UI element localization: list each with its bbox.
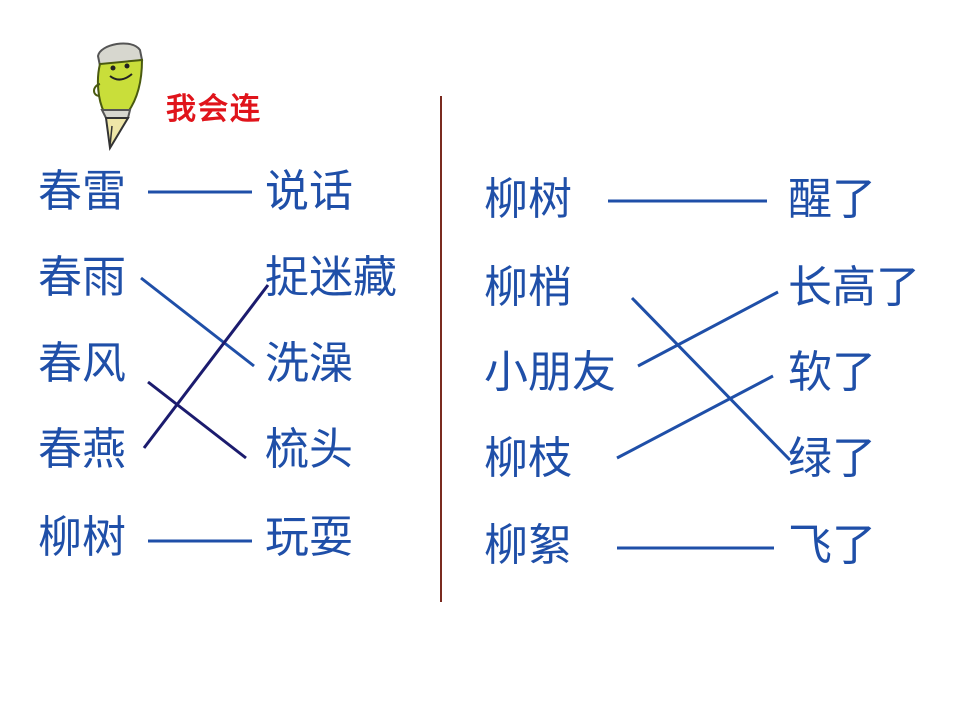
right-col2-word-1: 醒了 [788, 174, 876, 225]
right-col1-word-1: 柳树 [484, 174, 572, 225]
left-col2-word-3: 洗澡 [265, 338, 353, 389]
page-title: 我会连 [166, 92, 262, 127]
line-liushao-lvle [630, 296, 792, 462]
left-col1-word-3: 春风 [38, 338, 126, 389]
left-col1-word-1: 春雷 [38, 166, 126, 217]
right-col1-word-3: 小朋友 [484, 347, 616, 398]
right-col2-word-3: 软了 [788, 347, 876, 398]
right-col2-word-4: 绿了 [788, 433, 876, 484]
right-col2-word-5: 飞了 [788, 520, 876, 571]
line-liuzhi-ruanle [616, 374, 774, 460]
left-col1-word-2: 春雨 [38, 252, 126, 303]
left-col1-word-5: 柳树 [38, 512, 126, 563]
right-col1-word-5: 柳絮 [484, 520, 572, 571]
line-chunyan-zhuomicang [142, 284, 270, 449]
left-col2-word-4: 梳头 [265, 424, 353, 475]
right-col1-word-4: 柳枝 [484, 433, 572, 484]
line-chunfeng-shutou [147, 380, 247, 460]
left-col1-word-4: 春燕 [38, 424, 126, 475]
left-col2-word-1: 说话 [265, 166, 353, 217]
right-col1-word-2: 柳梢 [484, 262, 572, 313]
line-chunyu-xizao [140, 276, 255, 368]
left-col2-word-2: 捉迷藏 [265, 252, 397, 303]
line-xiaopengyou-zhanggaole [637, 290, 779, 368]
left-col2-word-5: 玩耍 [265, 512, 353, 563]
right-col2-word-2: 长高了 [788, 262, 920, 313]
